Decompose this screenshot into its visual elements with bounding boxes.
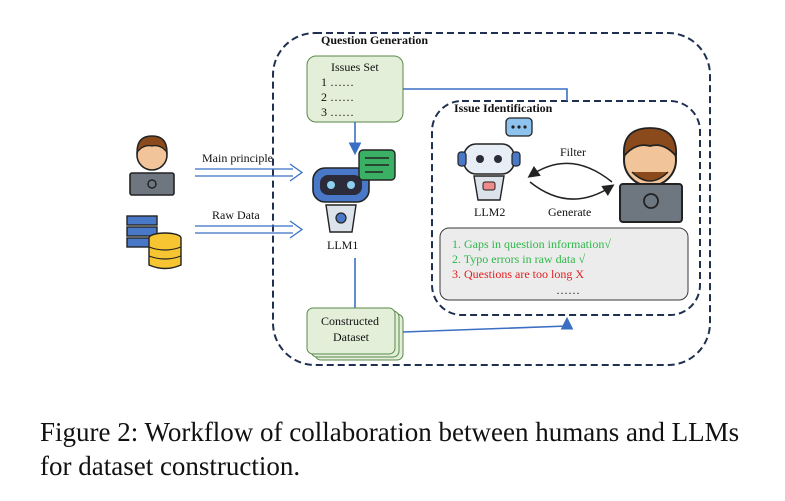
issue-list-item: 3. Questions are too long X <box>452 267 584 281</box>
llm2-robot-icon <box>457 117 533 201</box>
generate-label: Generate <box>548 205 592 219</box>
issues-to-identification-line <box>403 88 568 101</box>
issues-set-item: 2 …… <box>321 90 354 104</box>
figure-caption: Figure 2: Workflow of collaboration betw… <box>40 417 740 481</box>
llm2-label: LLM2 <box>474 205 506 219</box>
issues-set-title: Issues Set <box>331 60 379 74</box>
human-icon <box>129 135 175 196</box>
human-reviewer-icon <box>619 127 683 223</box>
question-generation-title: Question Generation <box>321 33 428 47</box>
issue-list-item: …… <box>556 283 580 297</box>
database-icon <box>126 215 182 270</box>
issue-list-box <box>439 227 689 301</box>
constructed-dataset-label: Constructed <box>321 314 379 328</box>
issues-set-item: 1 …… <box>321 75 354 89</box>
main-principle-arrow <box>195 163 304 182</box>
dataset-to-identification-arrow <box>402 316 574 333</box>
question-generation-box <box>272 32 711 366</box>
filter-arrow <box>527 162 613 183</box>
raw-data-label: Raw Data <box>212 208 260 222</box>
issue-identification-title: Issue Identification <box>454 101 553 115</box>
issue-identification-box <box>431 100 701 316</box>
constructed-dataset-label: Dataset <box>333 330 369 344</box>
filter-label: Filter <box>560 145 586 159</box>
issue-list-item: 1. Gaps in question information√ <box>452 237 611 251</box>
generate-arrow <box>529 181 615 200</box>
llm1-label: LLM1 <box>327 238 359 252</box>
issues-set-item: 3 …… <box>321 105 354 119</box>
workflow-diagram <box>126 32 711 366</box>
raw-data-arrow <box>195 220 304 239</box>
constructed-dataset-stack <box>306 307 404 361</box>
main-principle-label: Main principle <box>202 151 273 165</box>
issue-list-item: 2. Typo errors in raw data √ <box>452 252 586 266</box>
llm1-robot-icon <box>312 149 396 233</box>
